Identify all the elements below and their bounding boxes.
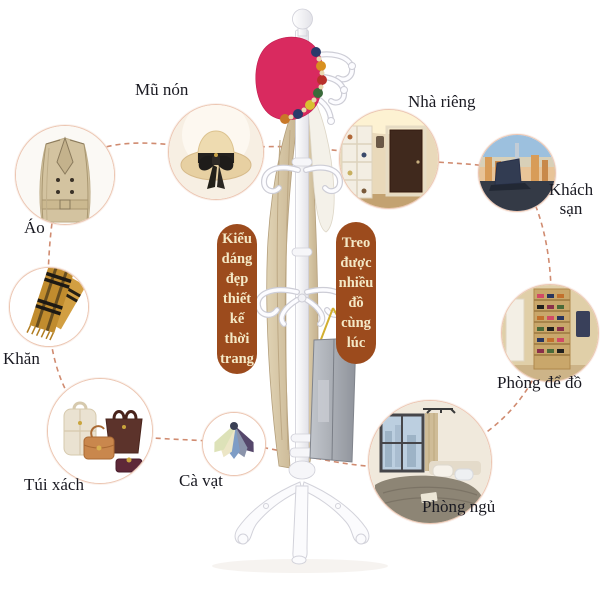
callout-circle-hotel [478,134,556,212]
callout-label-storage: Phòng để đồ [497,373,582,392]
callout-label-ties: Cà vạt [179,471,223,490]
top-hooks [258,51,356,125]
feature-badge-capacity: Treo được nhiều đồ cùng lúc [336,222,376,364]
badge-word: kế [229,311,245,327]
badge-word: thời [224,331,250,347]
badge-word: đồ [348,295,364,311]
callout-label-bedroom: Phòng ngủ [422,497,496,516]
callout-circle-hat [168,104,264,200]
callout-label-hotel: Khách sạn [548,180,594,218]
pink-hat [255,36,327,124]
bedroom-photo [369,401,491,523]
callout-label-scarf: Khăn [3,349,40,368]
mid-hooks [254,286,350,327]
hanging-scarf [306,91,335,233]
neckties-photo [203,413,265,475]
home-entryway-photo [340,110,438,208]
badge-word: đẹp [225,271,249,287]
floor-shadow [212,559,388,573]
hanging-coat [266,94,319,469]
callout-label-handbags: Túi xách [24,475,84,494]
callout-label-hat: Mũ nón [135,80,189,99]
shoe-storage-photo [502,285,598,381]
finial-ball [292,8,313,30]
callout-circle-coat [15,125,115,225]
badge-word: cùng [341,315,371,331]
badge-word: trang [220,351,254,367]
callout-label-coat: Áo [24,218,45,237]
badge-word: thiết [222,291,252,307]
badge-word: nhiều [338,275,374,291]
straw-hat-photo [169,105,263,199]
base-legs [234,481,370,565]
callout-circle-handbags [47,378,153,484]
callout-circle-home [339,109,439,209]
upper-mid-hooks [260,164,344,195]
badge-word: lúc [346,335,366,351]
rack-pole [288,8,316,480]
plaid-scarf-photo [10,268,88,346]
handbags-photo [48,379,152,483]
badge-word: Kiểu [222,231,252,247]
badge-word: Treo [341,235,371,251]
callout-label-home: Nhà riêng [408,92,476,111]
callout-circle-ties [202,412,266,476]
trench-coat-photo [16,126,114,224]
feature-badge-design: Kiểu dáng đẹp thiết kế thời trang [217,224,257,374]
callout-circle-scarf [9,267,89,347]
badge-word: được [340,255,372,271]
callout-circle-storage [501,284,599,382]
hotel-desk-photo [479,135,555,211]
badge-word: dáng [221,251,253,267]
callout-circle-bedroom [368,400,492,524]
